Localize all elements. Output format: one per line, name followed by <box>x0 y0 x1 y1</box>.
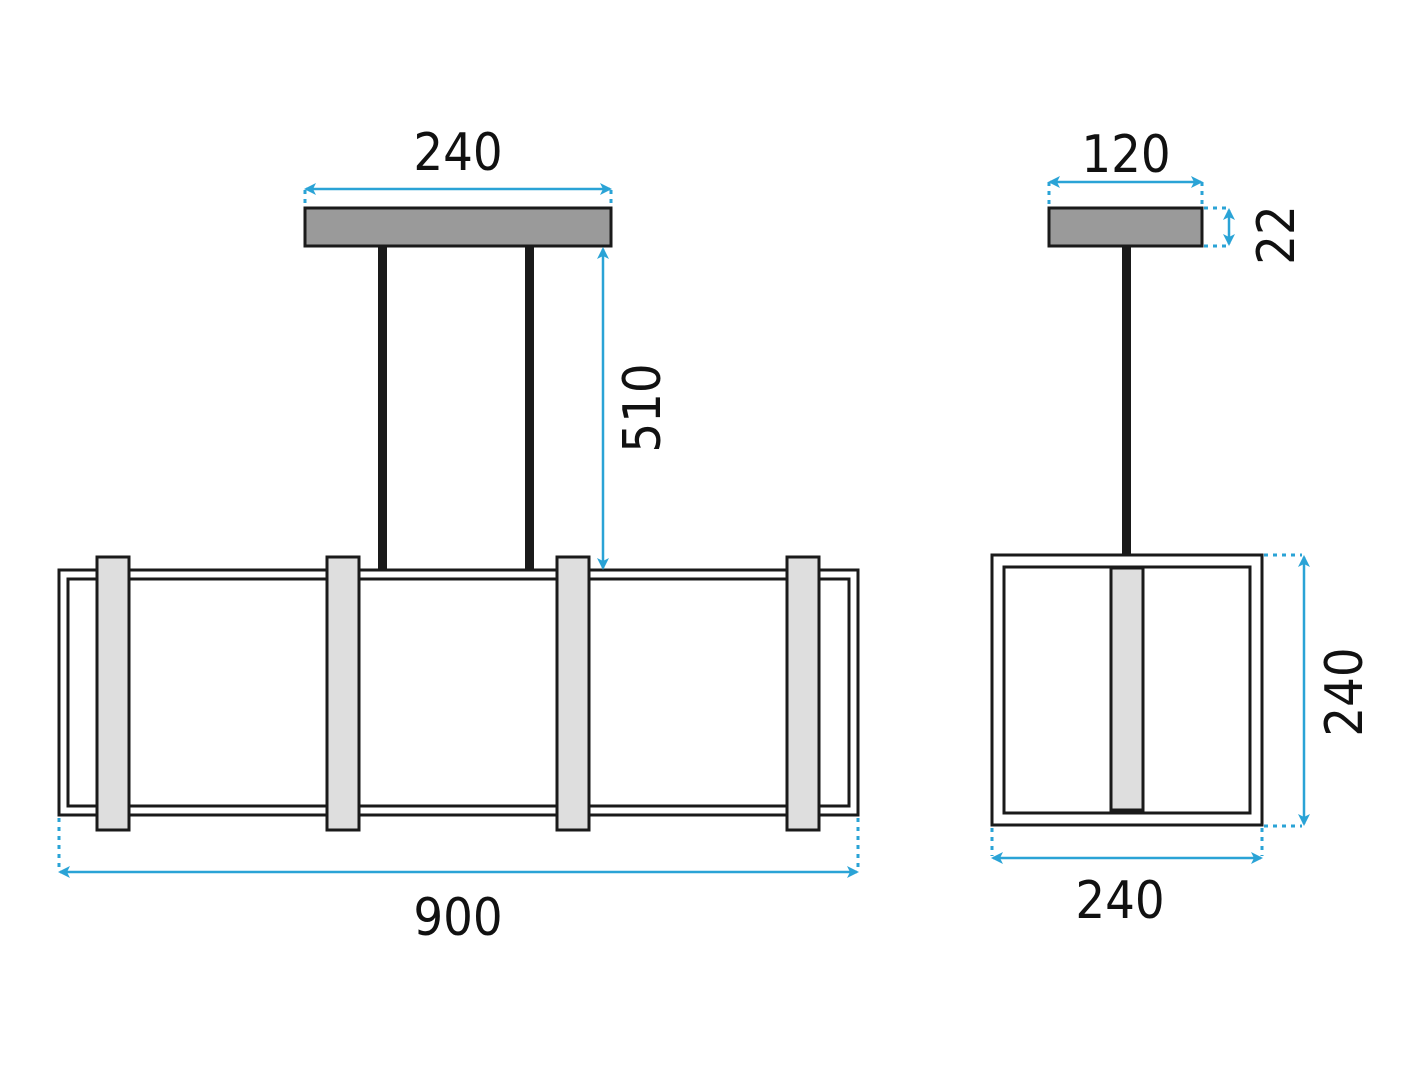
side-body-width-label: 240 <box>1075 871 1164 931</box>
front-light-stick <box>95 555 131 832</box>
front-light-stick <box>785 555 821 832</box>
side-body-height-label: 240 <box>1315 647 1375 736</box>
side-canopy-width-label: 120 <box>1081 125 1170 185</box>
front-suspension-rod-left <box>378 246 387 570</box>
front-dimensions: 240 510 900 <box>57 123 860 948</box>
front-frame-inner <box>66 577 851 808</box>
front-canopy-width-label: 240 <box>413 123 502 183</box>
front-light-stick <box>325 555 361 832</box>
front-drop-height-label: 510 <box>613 363 673 452</box>
front-frame-outer <box>57 568 860 817</box>
side-ceiling-canopy <box>1047 206 1204 248</box>
side-suspension-rod <box>1122 246 1131 555</box>
side-dimensions: 120 22 240 240 <box>990 125 1375 931</box>
side-view <box>990 206 1264 827</box>
side-canopy-height-label: 22 <box>1247 205 1307 265</box>
front-suspension-rod-right <box>525 246 534 570</box>
side-light-stick <box>1109 566 1145 812</box>
front-total-width-label: 900 <box>413 888 502 948</box>
front-ceiling-canopy <box>303 206 613 248</box>
front-view <box>57 206 860 832</box>
front-light-stick <box>555 555 591 832</box>
